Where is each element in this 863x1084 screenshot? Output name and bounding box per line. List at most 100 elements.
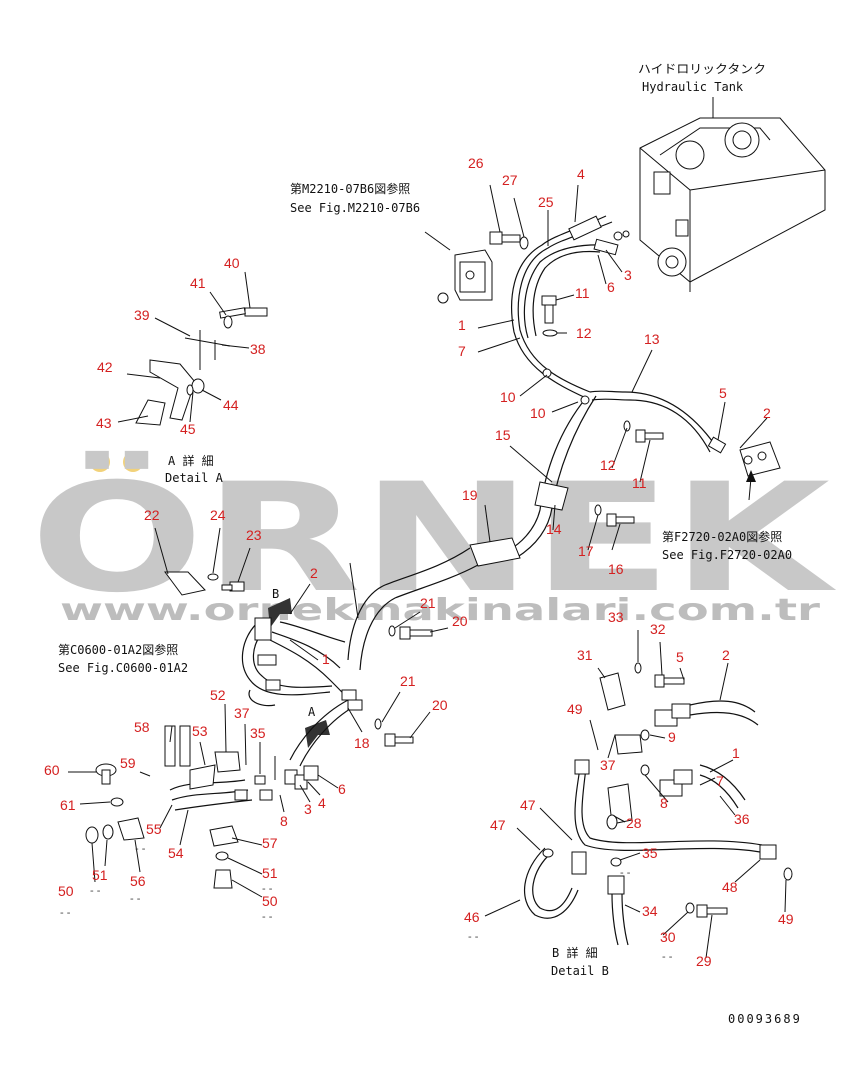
callout-6: 6 <box>338 781 346 797</box>
callout-60: 60 <box>44 762 60 778</box>
callout-1: 1 <box>732 745 740 761</box>
callout-42: 42 <box>97 359 113 375</box>
callout-25: 25 <box>538 194 554 210</box>
callout-37: 37 <box>234 705 250 721</box>
view-arrow-b: B <box>268 587 292 628</box>
callout-11: 11 <box>632 475 647 491</box>
callout-30: 30 <box>660 929 676 945</box>
callout-31: 31 <box>577 647 593 663</box>
callout-23: 23 <box>246 527 262 543</box>
hose-bundle-upper <box>347 215 716 671</box>
callout-48: 48 <box>722 879 738 895</box>
svg-text:- -: - - <box>130 893 141 905</box>
callout-10: 10 <box>500 389 516 405</box>
ref-m2210-jp: 第M2210-07B6図参照 <box>290 181 410 196</box>
callout-35: 35 <box>250 725 266 741</box>
callout-14: 14 <box>546 521 562 537</box>
pipe-assembly-lower-left <box>85 725 276 889</box>
callout-51: 51 <box>92 867 108 883</box>
callout-22: 22 <box>144 507 160 523</box>
callout-47: 47 <box>520 797 536 813</box>
callout-12: 12 <box>600 457 616 473</box>
callout-1: 1 <box>458 317 466 333</box>
detail-b-title-jp: B 詳 細 <box>552 945 598 960</box>
callout-49: 49 <box>567 701 583 717</box>
callout-59: 59 <box>120 755 136 771</box>
callout-15: 15 <box>495 427 511 443</box>
detail-a-title-en: Detail A <box>165 471 224 485</box>
callout-34: 34 <box>642 903 658 919</box>
callout-58: 58 <box>134 719 150 735</box>
tank-fittings <box>568 215 630 256</box>
callout-27: 27 <box>502 172 518 188</box>
callout-5: 5 <box>719 385 727 401</box>
ref-c0600-en: See Fig.C0600-01A2 <box>58 661 188 675</box>
callout-47: 47 <box>490 817 506 833</box>
callout-13: 13 <box>644 331 660 347</box>
callout-26: 26 <box>468 155 484 171</box>
tank-label-jp: ハイドロリックタンク <box>638 62 766 76</box>
dash-markers: - - - - - - - - - - - - - - - - - - <box>60 843 673 963</box>
view-a-label: A <box>308 705 316 719</box>
callout-29: 29 <box>696 953 712 969</box>
callout-4: 4 <box>577 166 585 182</box>
callout-41: 41 <box>190 275 206 291</box>
bolt-26 <box>489 231 529 250</box>
tank-label-en: Hydraulic Tank <box>642 80 744 94</box>
watermark: ÖRNEK www.ornekmakinalari.com.tr <box>30 450 836 628</box>
callout-21: 21 <box>400 673 416 689</box>
view-arrow-a: A <box>305 705 330 748</box>
callout-45: 45 <box>180 421 196 437</box>
svg-text:- -: - - <box>468 931 479 943</box>
callout-32: 32 <box>650 621 666 637</box>
callout-20: 20 <box>452 613 468 629</box>
callout-50: 50 <box>262 893 278 909</box>
bracket-22 <box>164 571 245 596</box>
control-valve <box>437 249 493 304</box>
ref-m2210-en: See Fig.M2210-07B6 <box>290 201 420 215</box>
hose-bundle-lower <box>241 617 363 790</box>
svg-text:- -: - - <box>135 843 146 855</box>
bolt-16 <box>594 504 635 527</box>
callout-21: 21 <box>420 595 436 611</box>
callout-43: 43 <box>96 415 112 431</box>
callout-51: 51 <box>262 865 278 881</box>
callout-49: 49 <box>778 911 794 927</box>
callout-numbers: 26 27 4 25 3 6 11 12 1 7 13 10 10 5 2 15… <box>44 155 794 969</box>
bolt-11-lower <box>623 420 664 443</box>
callout-7: 7 <box>716 773 724 789</box>
callout-7: 7 <box>458 343 466 359</box>
bolt-20-lower <box>374 718 414 747</box>
callout-44: 44 <box>223 397 239 413</box>
ref-f2720-jp: 第F2720-02A0図参照 <box>662 529 782 544</box>
detail-a-title-jp: A 詳 細 <box>168 453 214 468</box>
svg-text:- -: - - <box>662 951 673 963</box>
callout-2: 2 <box>722 647 730 663</box>
callout-55: 55 <box>146 821 162 837</box>
callout-35: 35 <box>642 845 658 861</box>
detail-a: A 詳 細 Detail A <box>135 307 268 485</box>
callout-3: 3 <box>304 801 312 817</box>
callout-56: 56 <box>130 873 146 889</box>
watermark-dot <box>123 452 143 472</box>
callout-8: 8 <box>660 795 668 811</box>
callout-2: 2 <box>763 405 771 421</box>
svg-text:- -: - - <box>262 883 273 895</box>
callout-16: 16 <box>608 561 624 577</box>
callout-9: 9 <box>668 729 676 745</box>
callout-36: 36 <box>734 811 750 827</box>
svg-text:- -: - - <box>60 907 71 919</box>
callout-5: 5 <box>676 649 684 665</box>
callout-4: 4 <box>318 795 326 811</box>
callout-8: 8 <box>280 813 288 829</box>
callout-3: 3 <box>624 267 632 283</box>
bolt-20-upper <box>388 625 433 640</box>
bolt-11-upper <box>541 295 558 337</box>
callout-50: 50 <box>58 883 74 899</box>
callout-40: 40 <box>224 255 240 271</box>
callout-39: 39 <box>134 307 150 323</box>
callout-33: 33 <box>608 609 624 625</box>
watermark-brand: ÖRNEK <box>30 450 836 626</box>
